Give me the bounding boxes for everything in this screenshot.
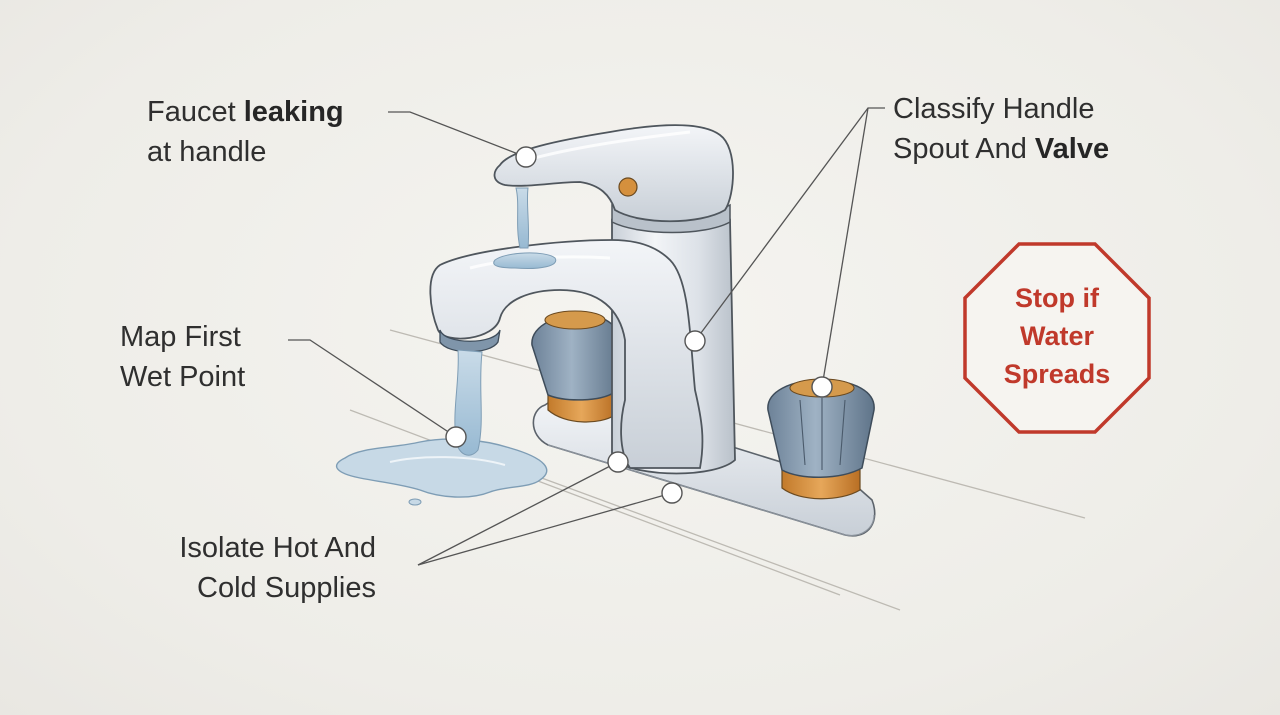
callout-isolate: Isolate Hot And Cold Supplies xyxy=(146,528,376,608)
handle-drip xyxy=(493,187,557,269)
callout-map: Map First Wet Point xyxy=(120,317,245,397)
stop-sign-text: Stop if Water Spreads xyxy=(965,279,1149,393)
callout-map-line2: Wet Point xyxy=(120,361,246,393)
stop-sign-line1: Stop if xyxy=(1015,283,1099,313)
callout-leak-line1-bold: leaking xyxy=(243,96,344,128)
callout-classify-line2-plain: Spout And xyxy=(893,133,1035,165)
callout-classify-line1: Classify Handle xyxy=(893,93,1095,125)
callout-leak-line1-plain: Faucet xyxy=(147,96,244,128)
stop-sign-line2: Water xyxy=(1019,321,1094,351)
faucet-spout xyxy=(429,239,704,469)
callout-classify: Classify Handle Spout And Valve xyxy=(893,89,1109,169)
callout-leak: Faucet leaking at handle xyxy=(147,92,344,172)
callout-dots xyxy=(445,146,833,504)
lever-handle xyxy=(493,124,734,223)
callout-classify-line2-bold: Valve xyxy=(1034,133,1110,165)
leader-lines xyxy=(288,107,885,566)
callout-isolate-line2: Cold Supplies xyxy=(197,572,376,604)
callout-map-line1: Map First xyxy=(120,321,241,353)
callout-leak-line2: at handle xyxy=(147,136,267,168)
water-puddle xyxy=(335,438,548,506)
right-handle-knob xyxy=(767,378,875,500)
callout-isolate-line1: Isolate Hot And xyxy=(179,532,376,564)
stop-sign-icon xyxy=(963,242,1151,434)
stop-sign-line3: Spreads xyxy=(1003,359,1111,389)
